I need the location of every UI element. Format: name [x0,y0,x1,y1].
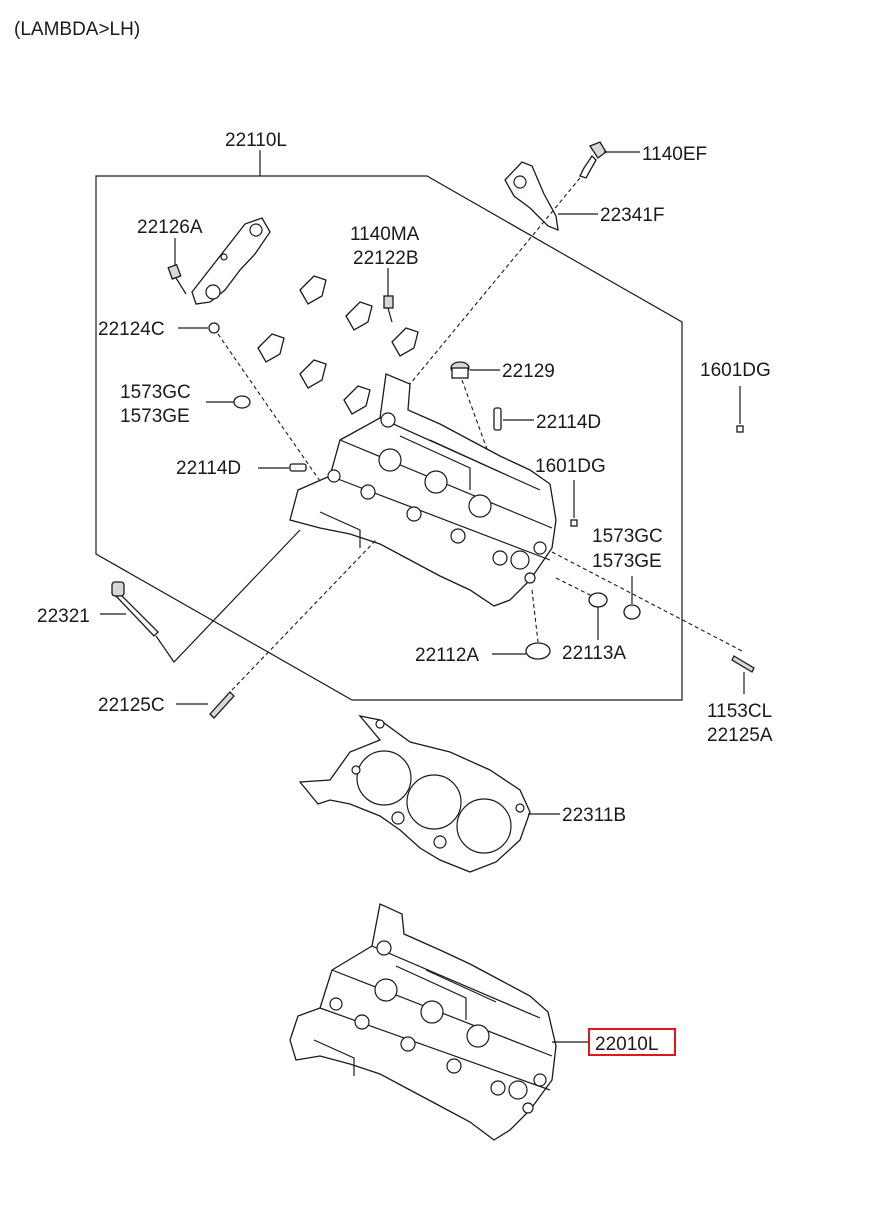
highlight-box-22010L [588,1028,676,1056]
bolt-1140EF[interactable] [579,141,607,179]
diagram-header: (LAMBDA>LH) [14,19,140,40]
stud-22125C[interactable] [209,691,235,719]
label-1573GE-left[interactable]: 1573GE [120,406,190,427]
label-22113A[interactable]: 22113A [562,643,626,664]
label-22126A[interactable]: 22126A [137,217,203,238]
head-bolt-22321[interactable] [111,581,159,637]
label-1573GE-right[interactable]: 1573GE [592,551,662,572]
camshaft-bearing-cap-front[interactable] [191,217,271,305]
cylinder-head-22010L[interactable] [289,903,557,1141]
label-1573GC-right[interactable]: 1573GC [592,526,663,547]
label-22125C[interactable]: 22125C [98,695,165,716]
dashed-guide-22113A [555,577,593,597]
label-22114D-left[interactable]: 22114D [176,458,241,479]
label-22114D-right[interactable]: 22114D [536,412,601,433]
label-22124C[interactable]: 22124C [98,319,165,340]
bracket-22341F[interactable] [504,161,559,232]
dashed-guide-22124C [217,333,323,485]
dashed-guide-22112A [531,589,539,643]
plug-22129[interactable] [450,361,470,379]
plug-1573GC-left[interactable] [233,395,251,409]
dashed-guide-22125C [231,539,377,691]
label-22311B[interactable]: 22311B [562,805,626,826]
pin-22114D-left[interactable] [289,463,307,472]
label-22341F[interactable]: 22341F [600,205,664,226]
label-22010L[interactable]: 22010L [595,1034,658,1055]
label-1153CL[interactable]: 1153CL [707,701,772,722]
dashed-guide-1140EF [409,177,581,385]
part-1601DG-right[interactable] [736,425,744,433]
label-1573GC-left[interactable]: 1573GC [120,382,191,403]
head-gasket-22311B[interactable] [298,715,531,873]
seal-22113A[interactable] [588,592,608,608]
label-1601DG-right[interactable]: 1601DG [700,360,771,381]
part-1601DG-inner[interactable] [570,519,578,527]
label-22129[interactable]: 22129 [502,361,555,382]
label-22125A[interactable]: 22125A [707,725,773,746]
label-22110L[interactable]: 22110L [225,130,287,151]
stud-22125A[interactable] [731,655,755,673]
plug-1573GC-right[interactable] [623,604,641,620]
dowel-22124C[interactable] [208,322,220,334]
pin-22114D-right[interactable] [493,407,502,431]
dashed-guide-22129 [461,379,489,453]
label-1140MA[interactable]: 1140MA [350,224,420,245]
label-1601DG-inner[interactable]: 1601DG [535,456,606,477]
seal-22112A[interactable] [525,642,551,660]
cylinder-head-assembly[interactable] [289,373,557,607]
guide-22321 [155,529,301,663]
label-22122B[interactable]: 22122B [353,248,419,269]
bolt-22122B[interactable] [383,295,394,323]
bearing-cap-row[interactable] [257,275,419,415]
label-22321[interactable]: 22321 [37,606,90,627]
label-22112A[interactable]: 22112A [415,645,479,666]
bolt-22126A[interactable] [167,263,187,295]
dashed-guide-22125A [551,551,745,653]
label-1140EF[interactable]: 1140EF [642,144,707,165]
assembly-outline [95,175,683,701]
